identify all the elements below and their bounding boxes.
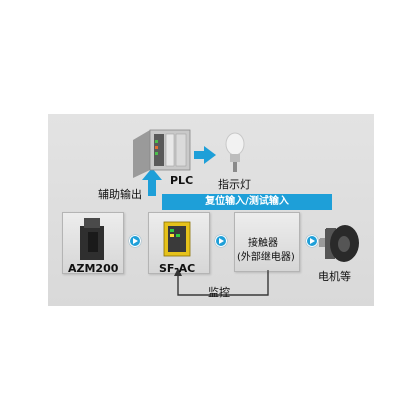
- monitor-arrowhead: [174, 268, 182, 276]
- right-arrow-icon: [194, 146, 216, 164]
- diagram-panel: [48, 114, 374, 306]
- indicator-label: 指示灯: [218, 178, 251, 191]
- flow-arrow-icon: [306, 235, 318, 247]
- azm200-label: AZM200: [68, 262, 119, 275]
- safety-relay-icon: [163, 221, 191, 257]
- sfac-label: SF-AC: [159, 262, 196, 275]
- plc-module-icon: [133, 129, 191, 178]
- flow-arrow-icon: [129, 235, 141, 247]
- aux-output-label: 辅助输出: [98, 188, 142, 201]
- indicator-lamp-icon: [225, 132, 245, 172]
- monitor-loop-line: [177, 270, 269, 296]
- contactor-label: 接触器: [248, 238, 278, 249]
- motor-label: 电机等: [318, 270, 351, 283]
- plc-label: PLC: [170, 174, 194, 187]
- contactor-block: [234, 212, 300, 272]
- motor-icon: [319, 226, 358, 262]
- reset-test-input-bar: 复位输入/测试输入: [162, 194, 332, 210]
- flow-arrow-icon: [215, 235, 227, 247]
- safety-switch-icon: [80, 218, 104, 260]
- up-arrow-icon: [142, 168, 162, 196]
- monitor-label: 监控: [208, 286, 230, 299]
- contactor-sub-label: (外部继电器): [237, 252, 295, 263]
